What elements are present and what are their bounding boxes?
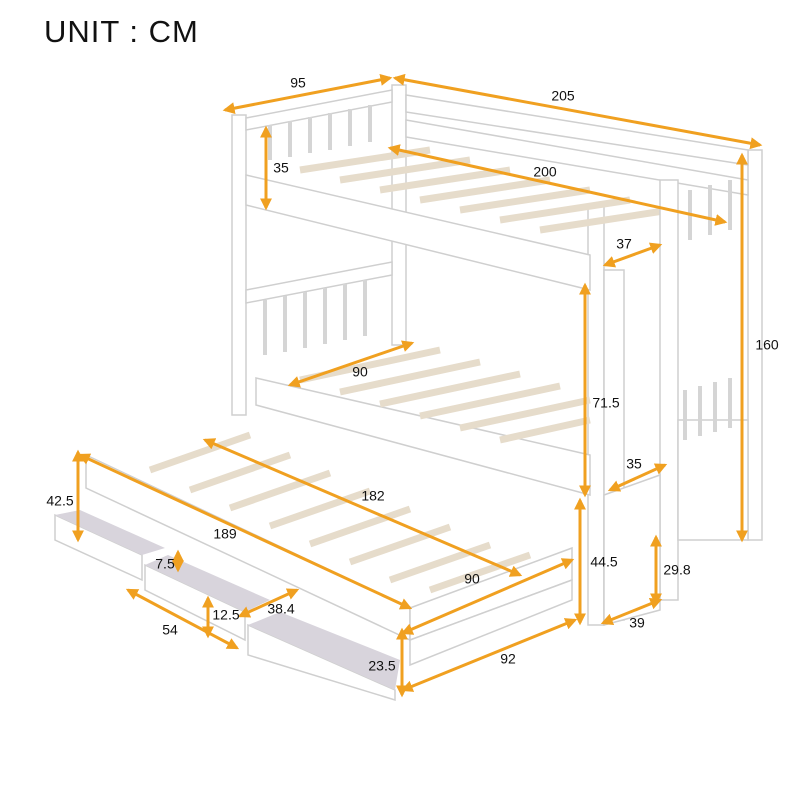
label-drawer-gap: 7.5 bbox=[155, 556, 175, 572]
label-trundle-height: 42.5 bbox=[46, 493, 73, 509]
label-drawer-length: 54 bbox=[162, 622, 178, 638]
label-bottom-bunk-width: 90 bbox=[352, 364, 368, 380]
label-stair-depth: 39 bbox=[629, 615, 645, 631]
label-overall-height: 160 bbox=[755, 337, 779, 353]
unit-label: UNIT : CM bbox=[44, 14, 199, 49]
label-trundle-width: 90 bbox=[464, 571, 480, 587]
label-bunk-clearance: 71.5 bbox=[592, 395, 619, 411]
label-top-bunk-length: 200 bbox=[533, 164, 557, 180]
label-trundle-length: 189 bbox=[213, 526, 237, 542]
label-trundle-outer-width: 92 bbox=[500, 651, 516, 667]
label-stair-drawer-height: 29.8 bbox=[663, 562, 690, 578]
dimension-labels: 95 205 35 200 37 160 90 71.5 35 182 42.5… bbox=[46, 75, 779, 674]
label-drawer-height: 12.5 bbox=[212, 607, 239, 623]
label-top-width: 95 bbox=[290, 75, 306, 91]
label-trundle-inner-length: 182 bbox=[361, 488, 385, 504]
label-trundle-drawer-height: 23.5 bbox=[368, 658, 395, 674]
label-stair-top-width: 37 bbox=[616, 236, 632, 252]
label-overall-length: 205 bbox=[551, 88, 575, 104]
dimension-arrows bbox=[72, 73, 763, 698]
label-drawer-depth: 38.4 bbox=[267, 601, 294, 617]
label-bottom-bunk-height: 44.5 bbox=[590, 554, 617, 570]
label-top-guardrail-height: 35 bbox=[273, 160, 289, 176]
label-stair-step-width: 35 bbox=[626, 456, 642, 472]
